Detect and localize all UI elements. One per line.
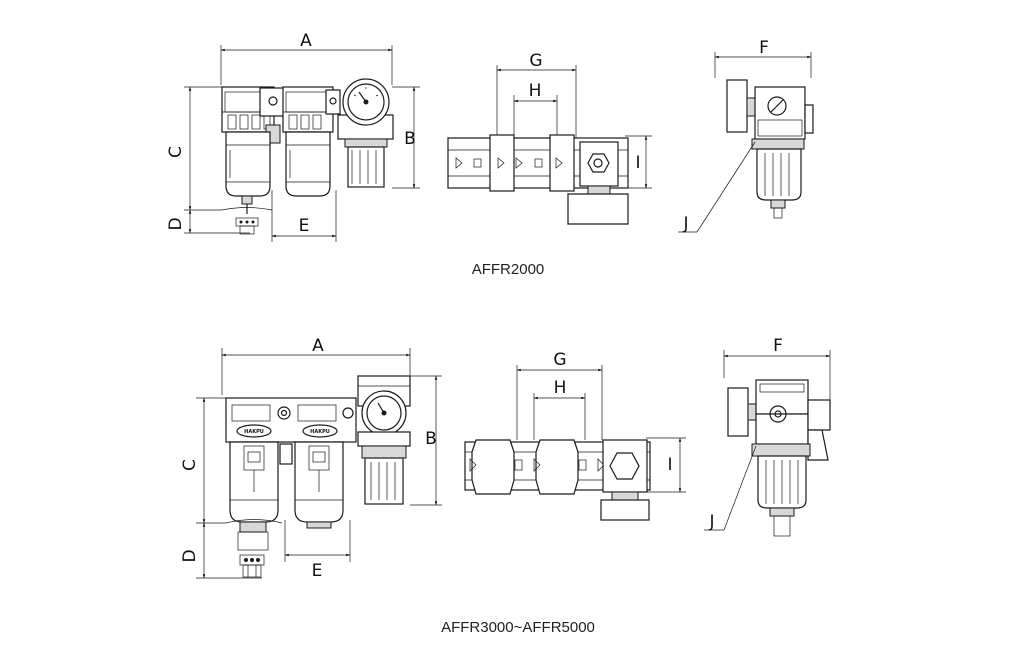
dim-label-h: H	[529, 81, 542, 101]
dim-label-i: I	[635, 153, 640, 173]
top-view-knob	[600, 499, 650, 521]
side-gauge	[726, 79, 748, 133]
side-gauge	[727, 387, 749, 437]
affr2000-top-view: G H I	[447, 51, 652, 225]
drain-valve-1	[235, 217, 259, 235]
side-body	[755, 413, 809, 445]
connector-block-1	[259, 87, 287, 117]
model-caption-affr3000-affr5000: AFFR3000~AFFR5000	[441, 619, 595, 636]
svg-text:HAKPU: HAKPU	[310, 429, 330, 435]
dim-label-j: J	[682, 214, 688, 234]
dim-label-b: B	[404, 129, 416, 149]
side-body	[754, 86, 806, 140]
dim-label-i: I	[667, 455, 672, 475]
dim-label-j: J	[708, 512, 714, 532]
dim-label-c: C	[166, 146, 186, 158]
dim-label-d: D	[180, 549, 200, 562]
dim-label-c: C	[180, 459, 200, 471]
dim-label-g: G	[529, 51, 542, 71]
dim-label-a: A	[312, 336, 324, 356]
side-bowl	[756, 148, 802, 201]
svg-text:HAKPU: HAKPU	[244, 429, 264, 435]
dim-label-f: F	[759, 38, 769, 58]
affr3000-side-view: F J	[704, 336, 831, 537]
dim-label-d: D	[166, 217, 186, 230]
brand-badge-2	[302, 424, 338, 438]
dim-label-a: A	[300, 31, 312, 51]
affr2000-side-view: F J	[678, 38, 814, 234]
dim-label-g: G	[553, 350, 566, 370]
regulator-knob	[347, 146, 385, 188]
filter-bowl-2	[285, 131, 331, 197]
filter-head-2	[282, 86, 334, 133]
model-caption-affr2000: AFFR2000	[472, 261, 545, 278]
dim-label-b: B	[425, 429, 437, 449]
top-view-knob	[567, 193, 629, 225]
affr3000-top-view: G H I	[464, 350, 686, 521]
filter-bowl-1	[225, 131, 271, 197]
dim-label-e: E	[299, 216, 310, 236]
dim-label-f: F	[773, 336, 783, 356]
brand-badge-1	[236, 424, 272, 438]
drain-valve-2	[239, 554, 265, 578]
dim-label-h: H	[554, 378, 567, 398]
affr2000-front-view: A B C D E	[166, 31, 420, 242]
dim-label-e: E	[312, 561, 323, 581]
affr3000-front-view: A B C D E HAKPU HAKPU	[180, 336, 442, 581]
